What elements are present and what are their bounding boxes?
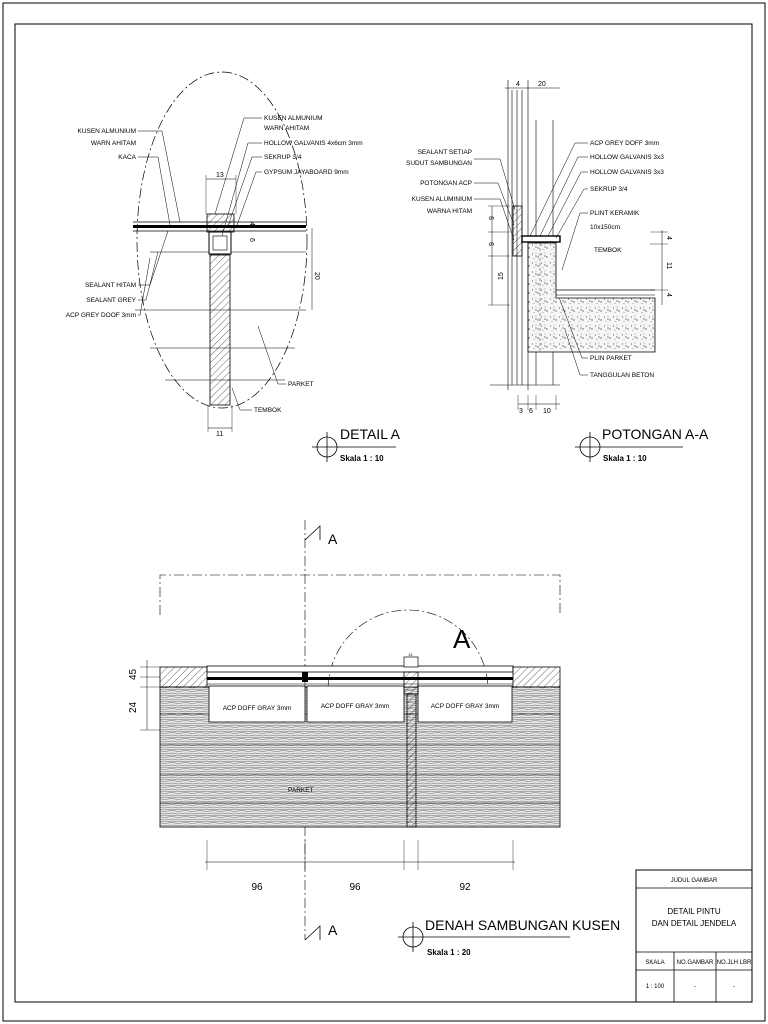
potongan-dim-top-a: 4 [516, 81, 520, 88]
denah-drawing: A A A ACP DOFF GRAY 3mm ACP DOFF GRAY 3m… [128, 520, 620, 957]
label-acp-grey-doof: ACP GREY DOOF 3mm [66, 312, 136, 319]
label-tanggulan-beton: TANGGULAN BETON [590, 372, 654, 379]
potongan-dim-left-a: 9 [489, 216, 496, 220]
detail-a-dim-bottom: 11 [216, 431, 223, 438]
denah-title: DENAH SAMBUNGAN KUSEN [425, 917, 620, 933]
label-sealant-grey: SEALANT GREY [86, 297, 136, 304]
potongan-dim-right-a: 4 [665, 236, 672, 240]
title-block-val-skala: 1 : 100 [646, 984, 665, 990]
potongan-dim-bot-c: 10 [543, 408, 551, 415]
label-kusen-almunium-right: KUSEN ALMUNIUM [264, 115, 323, 122]
potongan-dim-left-c: 15 [498, 272, 505, 280]
denah-dim-left-2: 24 [128, 701, 139, 713]
label-sealant-setiap: SEALANT SETIAP [418, 149, 472, 156]
kusen-box [206, 213, 235, 233]
label-parket: PARKET [288, 381, 314, 388]
title-block-header: JUDUL GAMBAR [671, 878, 718, 884]
title-block-col-no: NO.GAMBAR [677, 960, 714, 966]
title-block-col-jml: NO.JLH LBR [717, 960, 752, 966]
label-plint-size: 10x150cm [590, 224, 620, 231]
detail-a-boundary [136, 71, 308, 409]
denah-dim-bottom-2: 96 [349, 882, 361, 893]
title-block: JUDUL GAMBAR DETAIL PINTU DAN DETAIL JEN… [635, 869, 753, 1003]
label-tembok: TEMBOK [254, 407, 282, 414]
denah-dim-bottom-3: 92 [459, 882, 471, 893]
label-hollow-galvanis: HOLLOW GALVANIS 4x6cm 3mm [264, 140, 363, 147]
label-sealant-hitam: SEALANT HITAM [85, 282, 136, 289]
label-hollow-2: HOLLOW GALVANIS 3x3 [590, 169, 664, 176]
detail-a-dim-small-b: 6 [248, 238, 255, 242]
title-block-col-skala: SKALA [645, 960, 664, 966]
potongan-dim-right-b: 11 [665, 262, 672, 269]
tembok-wall [209, 254, 231, 406]
denah-dim-left-1: 45 [128, 668, 139, 680]
title-block-line1: DETAIL PINTU [667, 907, 721, 916]
potongan-dim-left-b: 9 [489, 242, 496, 246]
denah-dim-top-small: 13 [408, 652, 413, 657]
section-mark-top: A [328, 531, 338, 547]
title-block-val-jml: - [733, 984, 735, 990]
detail-a-drawing: 13 20 4 6 11 KUSEN ALMUNIUM WAR [66, 71, 401, 463]
potongan-title: POTONGAN A-A [602, 426, 709, 442]
label-gypsum: GYPSUM JAYABOARD 9mm [264, 169, 349, 176]
label-kusen-almunium: KUSEN ALMUNIUM [77, 128, 136, 135]
label-acp-grey-doff: ACP GREY DOFF 3mm [590, 140, 659, 147]
detail-a-dim-top: 13 [216, 172, 224, 179]
label-sekrup: SEKRUP 3/4 [264, 154, 302, 161]
acp-panel-label-1: ACP DOFF GRAY 3mm [223, 705, 292, 712]
label-warn-ahitam: WARN AHITAM [91, 140, 136, 147]
detail-a-title: DETAIL A [340, 426, 401, 442]
potongan-dim-top-b: 20 [538, 81, 546, 88]
label-hollow-1: HOLLOW GALVANIS 3x3 [590, 154, 664, 161]
potongan-dim-bot-b: 6 [529, 408, 533, 415]
label-tembok-potongan: TEMBOK [594, 247, 622, 254]
potongan-scale: Skala 1 : 10 [603, 454, 647, 463]
acp-panel-label-3: ACP DOFF GRAY 3mm [431, 703, 500, 710]
label-warn-ahitam-right: WARN AHITAM [264, 125, 309, 132]
detail-a-callout-mark: A [453, 624, 471, 654]
label-kaca: KACA [118, 154, 136, 161]
title-block-line2: DAN DETAIL JENDELA [652, 919, 737, 928]
title-block-val-no: - [694, 984, 696, 990]
label-kusen-aluminium: KUSEN ALUMINIUM [412, 196, 472, 203]
detail-a-dim-right: 20 [313, 272, 320, 280]
denah-scale: Skala 1 : 20 [427, 948, 471, 957]
detail-a-scale: Skala 1 : 10 [340, 454, 384, 463]
label-sekrup-potongan: SEKRUP 3/4 [590, 186, 628, 193]
acp-panel-label-2: ACP DOFF GRAY 3mm [321, 703, 390, 710]
detail-a-dim-small-a: 4 [248, 222, 255, 226]
denah-parket-label: PARKET [288, 787, 314, 794]
section-mark-bottom: A [328, 922, 338, 938]
potongan-dim-bot-a: 3 [519, 408, 523, 415]
label-potongan-acp: POTONGAN ACP [420, 180, 472, 187]
inner-border [14, 23, 753, 1003]
denah-dim-bottom-1: 96 [251, 882, 263, 893]
label-warna-hitam: WARNA HITAM [427, 208, 472, 215]
potongan-dim-right-c: 4 [665, 293, 672, 297]
label-plin-parket: PLIN PARKET [590, 355, 632, 362]
label-sudut-sambungan: SUDUT SAMBUNGAN [406, 160, 472, 167]
label-plint-keramik: PLINT KERAMIK [590, 210, 640, 217]
potongan-aa-drawing: 4 20 9 9 15 4 11 4 3 6 10 [406, 80, 709, 463]
